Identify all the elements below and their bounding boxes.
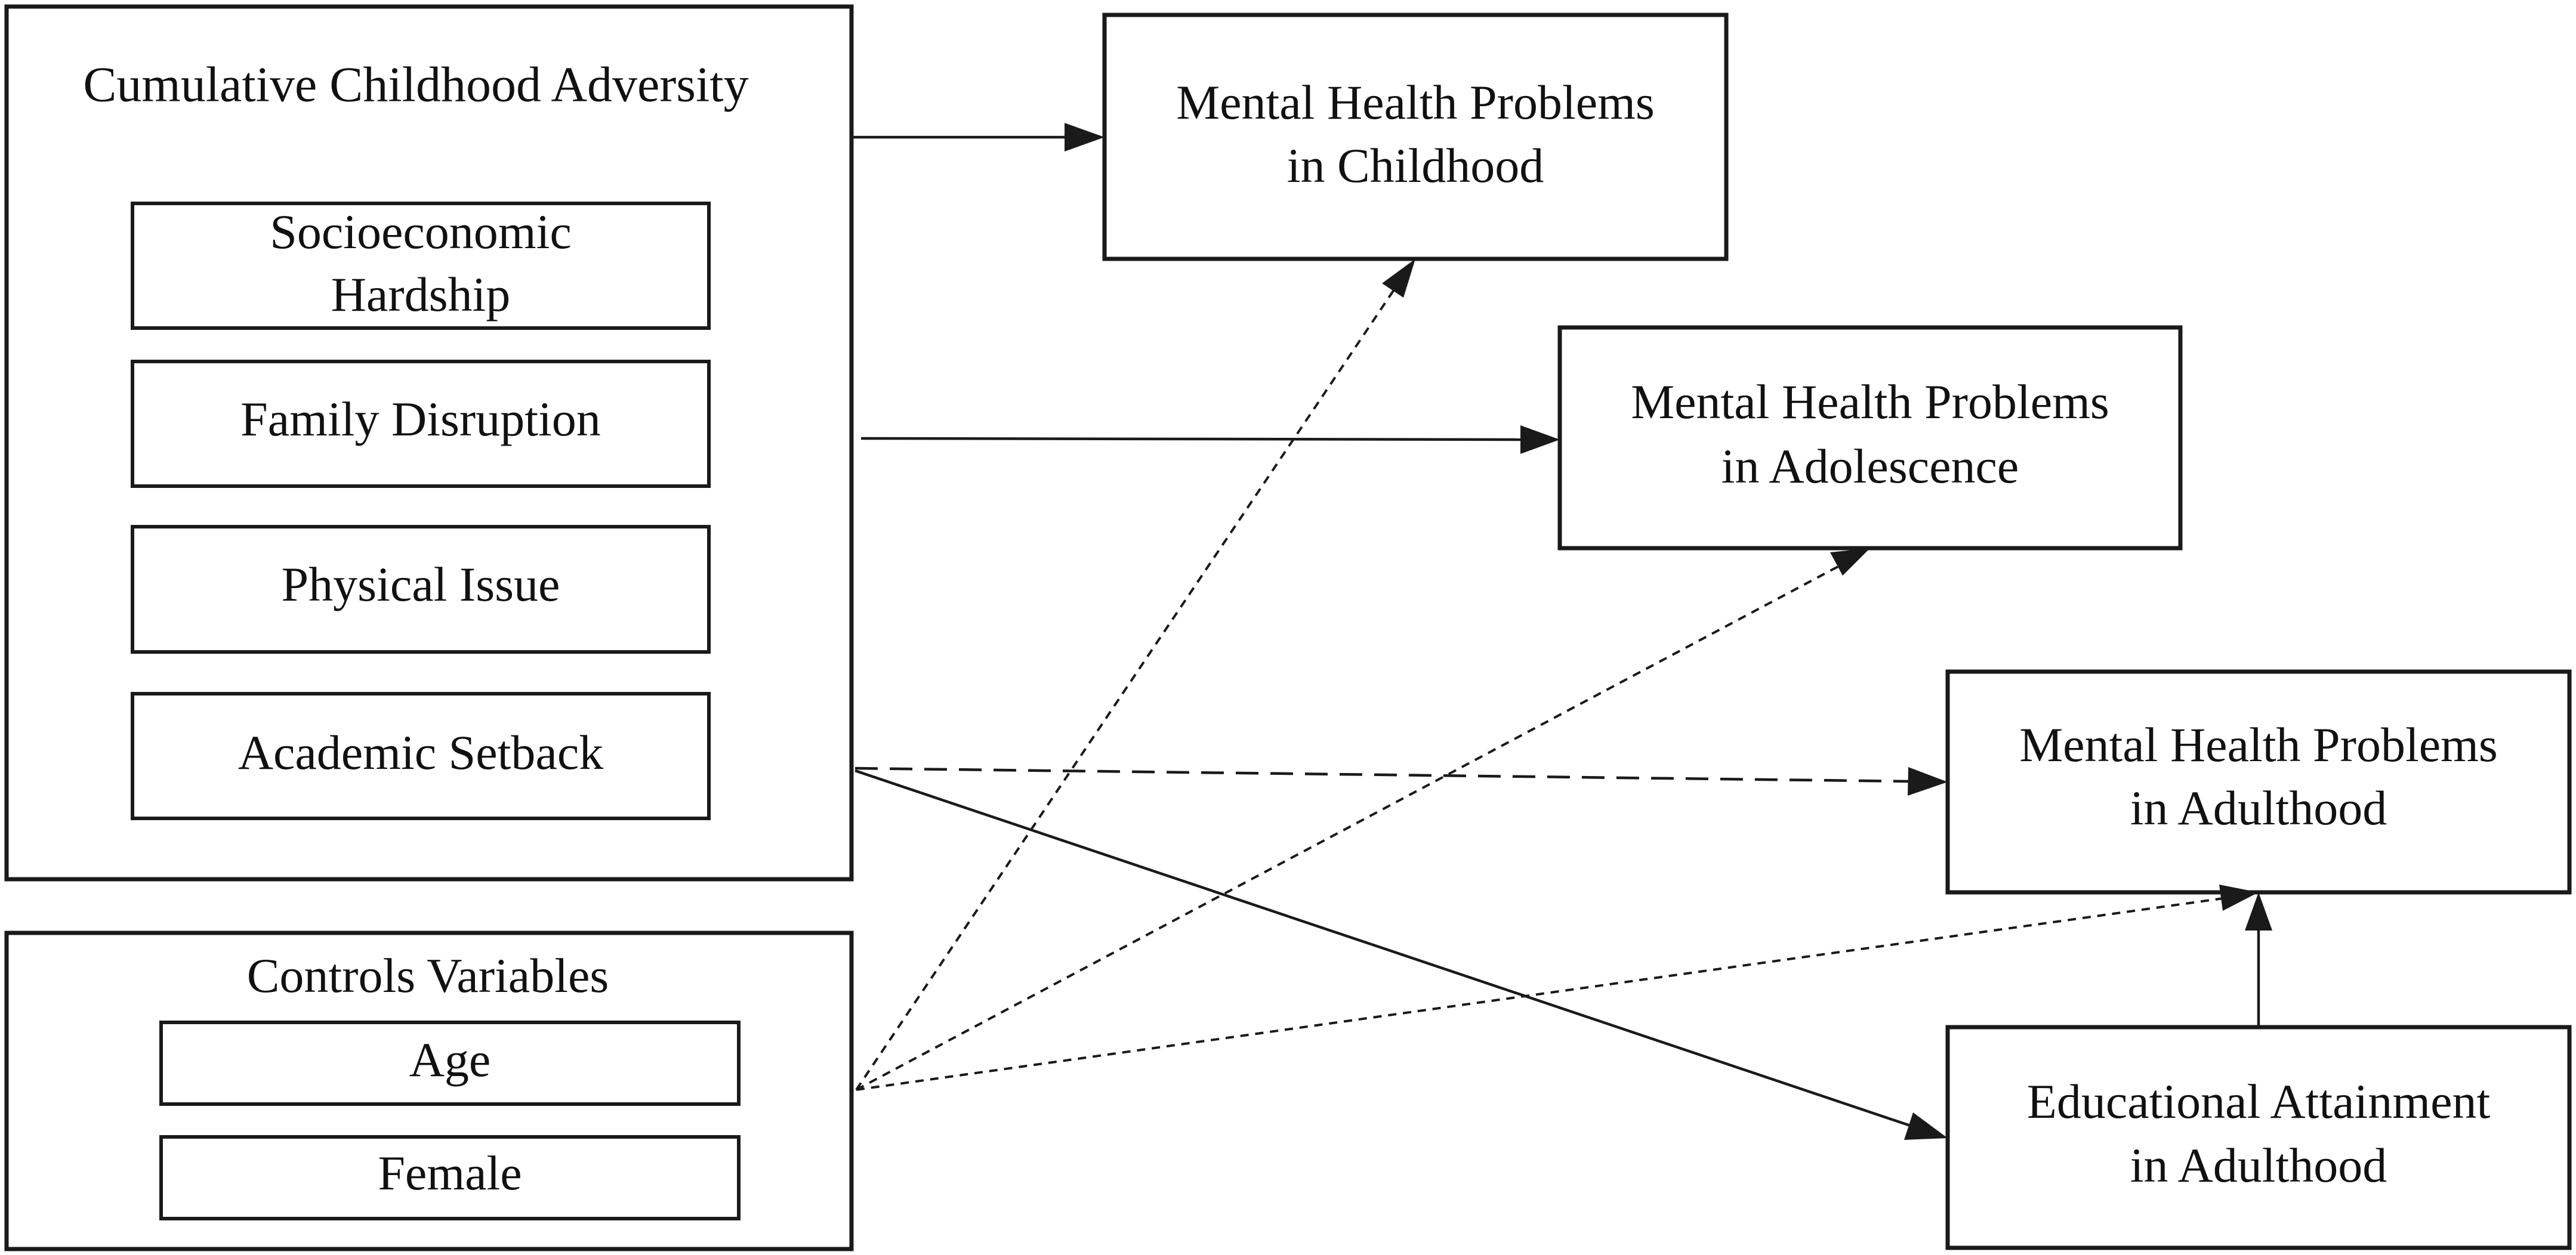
controls-group: Controls Variables Age Female <box>4 931 854 1251</box>
item-family-disruption: Family Disruption <box>131 360 711 488</box>
outcome-childhood-line2: in Childhood <box>1287 138 1544 193</box>
arrow-adversity-to-adolescence <box>860 425 1560 454</box>
arrow-education-to-adulthood <box>2245 892 2272 1027</box>
outcome-adolescence-box <box>1557 325 2183 551</box>
outcome-adolescence-line2: in Adolescence <box>1722 439 2019 493</box>
adversity-group: Cumulative Childhood Adversity Socioecon… <box>4 4 854 882</box>
outcome-childhood-box <box>1102 13 1729 261</box>
outcome-adulthood: Mental Health Problems in Adulthood <box>1945 669 2572 895</box>
control-female-box <box>159 1135 741 1220</box>
adversity-title: Cumulative Childhood Adversity <box>83 57 748 112</box>
outcome-education-line2: in Adulthood <box>2130 1138 2387 1192</box>
control-female: Female <box>159 1135 741 1220</box>
arrow-adversity-to-adulthood <box>854 766 1948 796</box>
arrow-adversity-to-childhood <box>852 123 1105 152</box>
item-physical-issue-box <box>131 525 711 654</box>
arrow-adversity-to-education <box>854 769 1948 1140</box>
arrows <box>852 123 2272 1140</box>
outcome-adolescence-line1: Mental Health Problems <box>1631 375 2109 429</box>
arrow-controls-to-adolescence <box>856 548 1870 1091</box>
item-academic-setback-label: Academic Setback <box>238 725 603 780</box>
item-socioeconomic-hardship: Socioeconomic Hardship <box>131 202 711 330</box>
outcome-education-line1: Educational Attainment <box>2027 1074 2491 1129</box>
control-age-label: Age <box>409 1033 491 1087</box>
outcome-education-box <box>1945 1025 2572 1250</box>
control-age: Age <box>159 1021 741 1106</box>
outcome-adulthood-line1: Mental Health Problems <box>2019 718 2498 772</box>
outcome-adulthood-line2: in Adulthood <box>2130 781 2387 835</box>
item-family-disruption-label: Family Disruption <box>240 392 601 446</box>
control-female-label: Female <box>378 1146 522 1200</box>
outcome-adolescence: Mental Health Problems in Adolescence <box>1557 325 2183 551</box>
item-academic-setback: Academic Setback <box>131 692 711 820</box>
item-physical-issue: Physical Issue <box>131 525 711 654</box>
item-socioeconomic-hardship-line1: Socioeconomic <box>270 205 572 259</box>
arrow-controls-to-childhood <box>855 259 1415 1091</box>
item-family-disruption-box <box>131 360 711 488</box>
outcome-education: Educational Attainment in Adulthood <box>1945 1025 2572 1250</box>
item-socioeconomic-hardship-box <box>131 202 711 330</box>
control-age-box <box>159 1021 741 1106</box>
item-academic-setback-box <box>131 692 711 820</box>
arrow-controls-to-adulthood <box>856 885 2259 1091</box>
outcome-childhood-line1: Mental Health Problems <box>1176 75 1655 129</box>
outcome-childhood: Mental Health Problems in Childhood <box>1102 13 1729 261</box>
item-socioeconomic-hardship-line2: Hardship <box>331 267 511 322</box>
item-physical-issue-label: Physical Issue <box>282 557 560 611</box>
controls-title: Controls Variables <box>247 948 609 1003</box>
